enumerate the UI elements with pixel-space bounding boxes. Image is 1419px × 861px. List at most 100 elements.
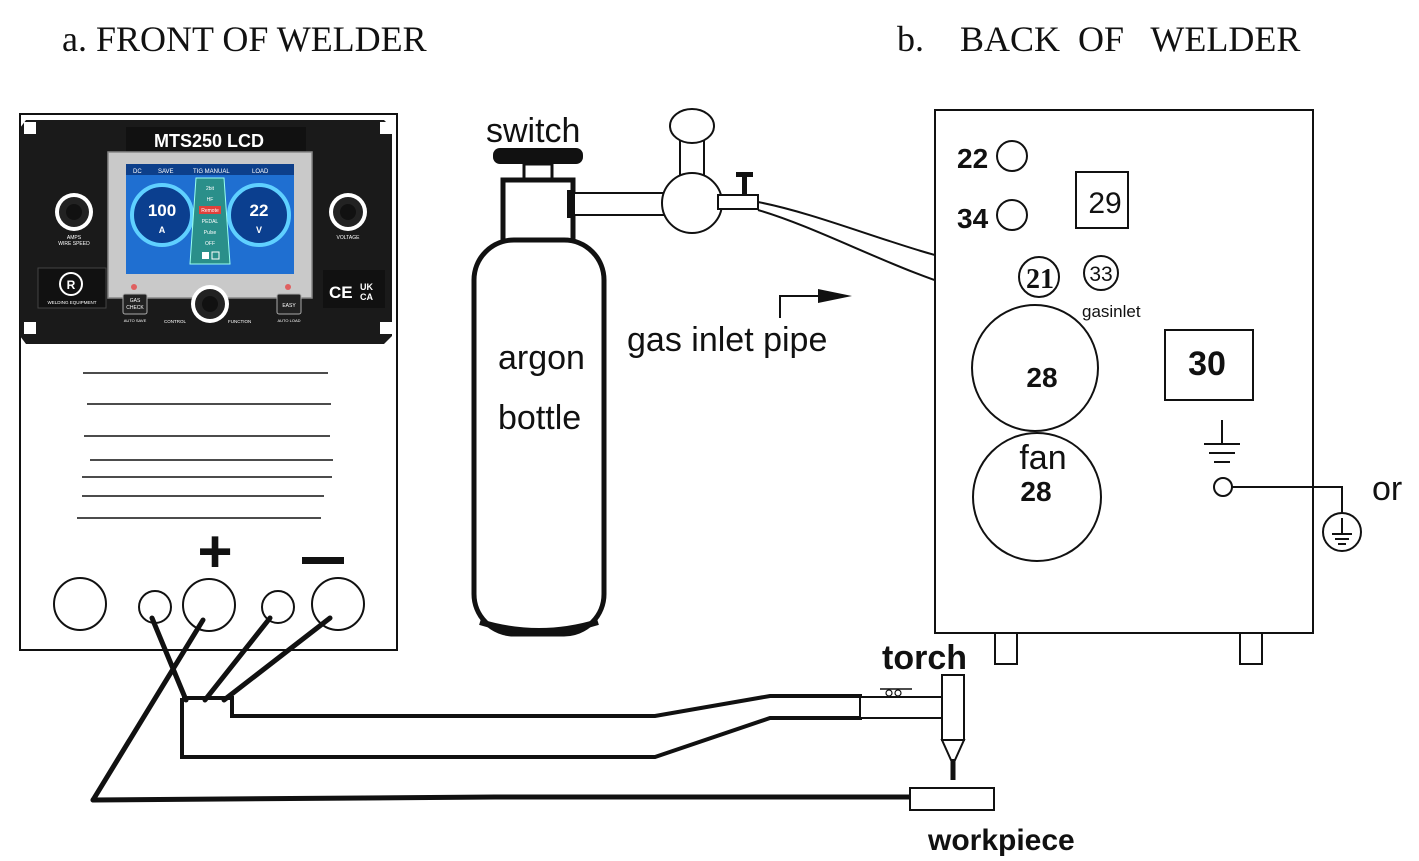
regulator-arm <box>572 192 665 216</box>
item-21-label: 21 <box>1026 264 1054 295</box>
ground-terminal <box>1213 477 1233 497</box>
negative-terminal-label <box>302 557 344 564</box>
menu-item-off: OFF <box>205 241 215 247</box>
socket-small-left[interactable] <box>138 590 172 624</box>
lcd-label-load: LOAD <box>252 169 269 175</box>
amps-value: 100 <box>148 201 176 220</box>
argon-label: argon <box>498 339 585 377</box>
panel-corner <box>380 322 392 334</box>
socket-positive[interactable] <box>182 578 236 632</box>
front-welder: MTS250 LCD DC SAVE TIG MANUAL LOAD 100 A… <box>19 113 398 651</box>
menu-item-remote: Remote <box>201 208 219 214</box>
fan-circle <box>972 432 1102 562</box>
item-33-label: 33 <box>1089 263 1112 286</box>
item-30-label: 30 <box>1188 345 1226 383</box>
torch-nozzle <box>940 739 966 761</box>
control-label: CONTROL <box>164 319 186 324</box>
bottle-base <box>479 619 599 634</box>
argon-bottle <box>471 148 607 637</box>
outlet-valve-top <box>736 172 753 177</box>
item-29-label: 29 <box>1088 187 1121 220</box>
control-knob[interactable] <box>191 285 229 323</box>
item-30-box <box>1164 329 1254 401</box>
gas-check-label-1: GAS <box>130 298 141 304</box>
positive-terminal-label: + <box>197 518 232 585</box>
item-28-top-label: 28 <box>1026 362 1057 393</box>
panel-corner <box>24 322 36 334</box>
volts-value: 22 <box>250 201 269 220</box>
panel-corner <box>24 122 36 134</box>
switch-label: switch <box>486 112 580 150</box>
item-21-port <box>1018 256 1060 298</box>
gas-check-label-2: CHECK <box>126 305 144 311</box>
menu-item-pulse: Pulse <box>204 230 217 236</box>
amps-unit: A <box>159 225 166 235</box>
voltage-knob-label: VOLTAGE <box>337 235 361 241</box>
or-label: or <box>1372 470 1402 508</box>
menu-highlight <box>199 206 221 214</box>
socket-small-right[interactable] <box>261 590 295 624</box>
item-28-fan-label: 28 <box>1020 476 1051 507</box>
voltage-knob <box>329 193 367 231</box>
lcd-menu <box>189 177 231 265</box>
regulator-body <box>661 172 723 234</box>
cert-marks-plate <box>323 270 385 308</box>
lcd-label-save: SAVE <box>158 169 174 175</box>
item-29-box <box>1075 171 1129 229</box>
ce-mark: CE <box>329 283 353 302</box>
easy-led <box>285 284 291 290</box>
grid-icon <box>211 251 220 260</box>
foot-left <box>994 632 1018 665</box>
amps-dial <box>130 183 194 247</box>
gas-flow-arrowhead <box>818 289 852 303</box>
regulator <box>567 108 759 234</box>
wire-speed-label: WIRE SPEED <box>58 241 90 247</box>
volts-dial <box>227 183 291 247</box>
item-22-port <box>996 140 1028 172</box>
brand-logo-mark <box>59 272 83 296</box>
workpiece-label: workpiece <box>927 824 1075 857</box>
socket-left[interactable] <box>53 577 107 631</box>
amps-knob <box>55 193 93 231</box>
volts-unit: V <box>256 225 262 235</box>
uk-mark: UK <box>360 282 373 292</box>
switch-handle <box>493 148 583 164</box>
back-title: b. BACK OF WELDER <box>897 19 1300 59</box>
item-34-port <box>996 199 1028 231</box>
gas-check-led <box>131 284 137 290</box>
gasinlet-label: gasinlet <box>1082 302 1141 321</box>
gas-inlet-port <box>1083 255 1119 291</box>
easy-label: EASY <box>282 303 296 309</box>
bottle-label: bottle <box>498 399 581 437</box>
item-28-top-circle <box>971 304 1099 432</box>
item-22-label: 22 <box>957 143 988 174</box>
torch-switch-dot <box>885 689 893 697</box>
torch-switch-dot <box>894 689 902 697</box>
gas-check-button[interactable] <box>122 293 148 315</box>
regulator-outlet <box>717 194 759 210</box>
outlet-valve <box>742 175 747 195</box>
ground-symbol <box>1204 420 1240 463</box>
menu-item-pedal: PEDAL <box>202 219 219 225</box>
flow-gauge-knob <box>669 108 715 144</box>
lcd-status-bar <box>126 164 294 175</box>
ground-wire <box>1232 486 1343 513</box>
gas-flow-arrow <box>779 295 818 318</box>
foot-right <box>1239 632 1263 665</box>
brand-logo <box>37 267 107 309</box>
brand-logo-letter: R <box>67 278 76 292</box>
lcd-label-tig: TIG MANUAL <box>193 169 230 175</box>
socket-negative[interactable] <box>311 577 365 631</box>
bottle-neck <box>500 177 576 249</box>
panel-corner <box>380 122 392 134</box>
easy-button[interactable] <box>276 293 302 315</box>
easy-sub: AUTO LOAD <box>277 318 300 323</box>
gas-check-sub: AUTO SAVE <box>124 318 147 323</box>
fan-label: fan <box>1019 439 1066 477</box>
cables <box>90 615 913 803</box>
ca-mark: CA <box>360 292 373 302</box>
menu-item-hf: HF <box>207 197 214 203</box>
back-welder: 22 34 29 21 33 gasinlet 28 fan 28 30 <box>934 109 1343 665</box>
item-34-label: 34 <box>957 203 989 234</box>
